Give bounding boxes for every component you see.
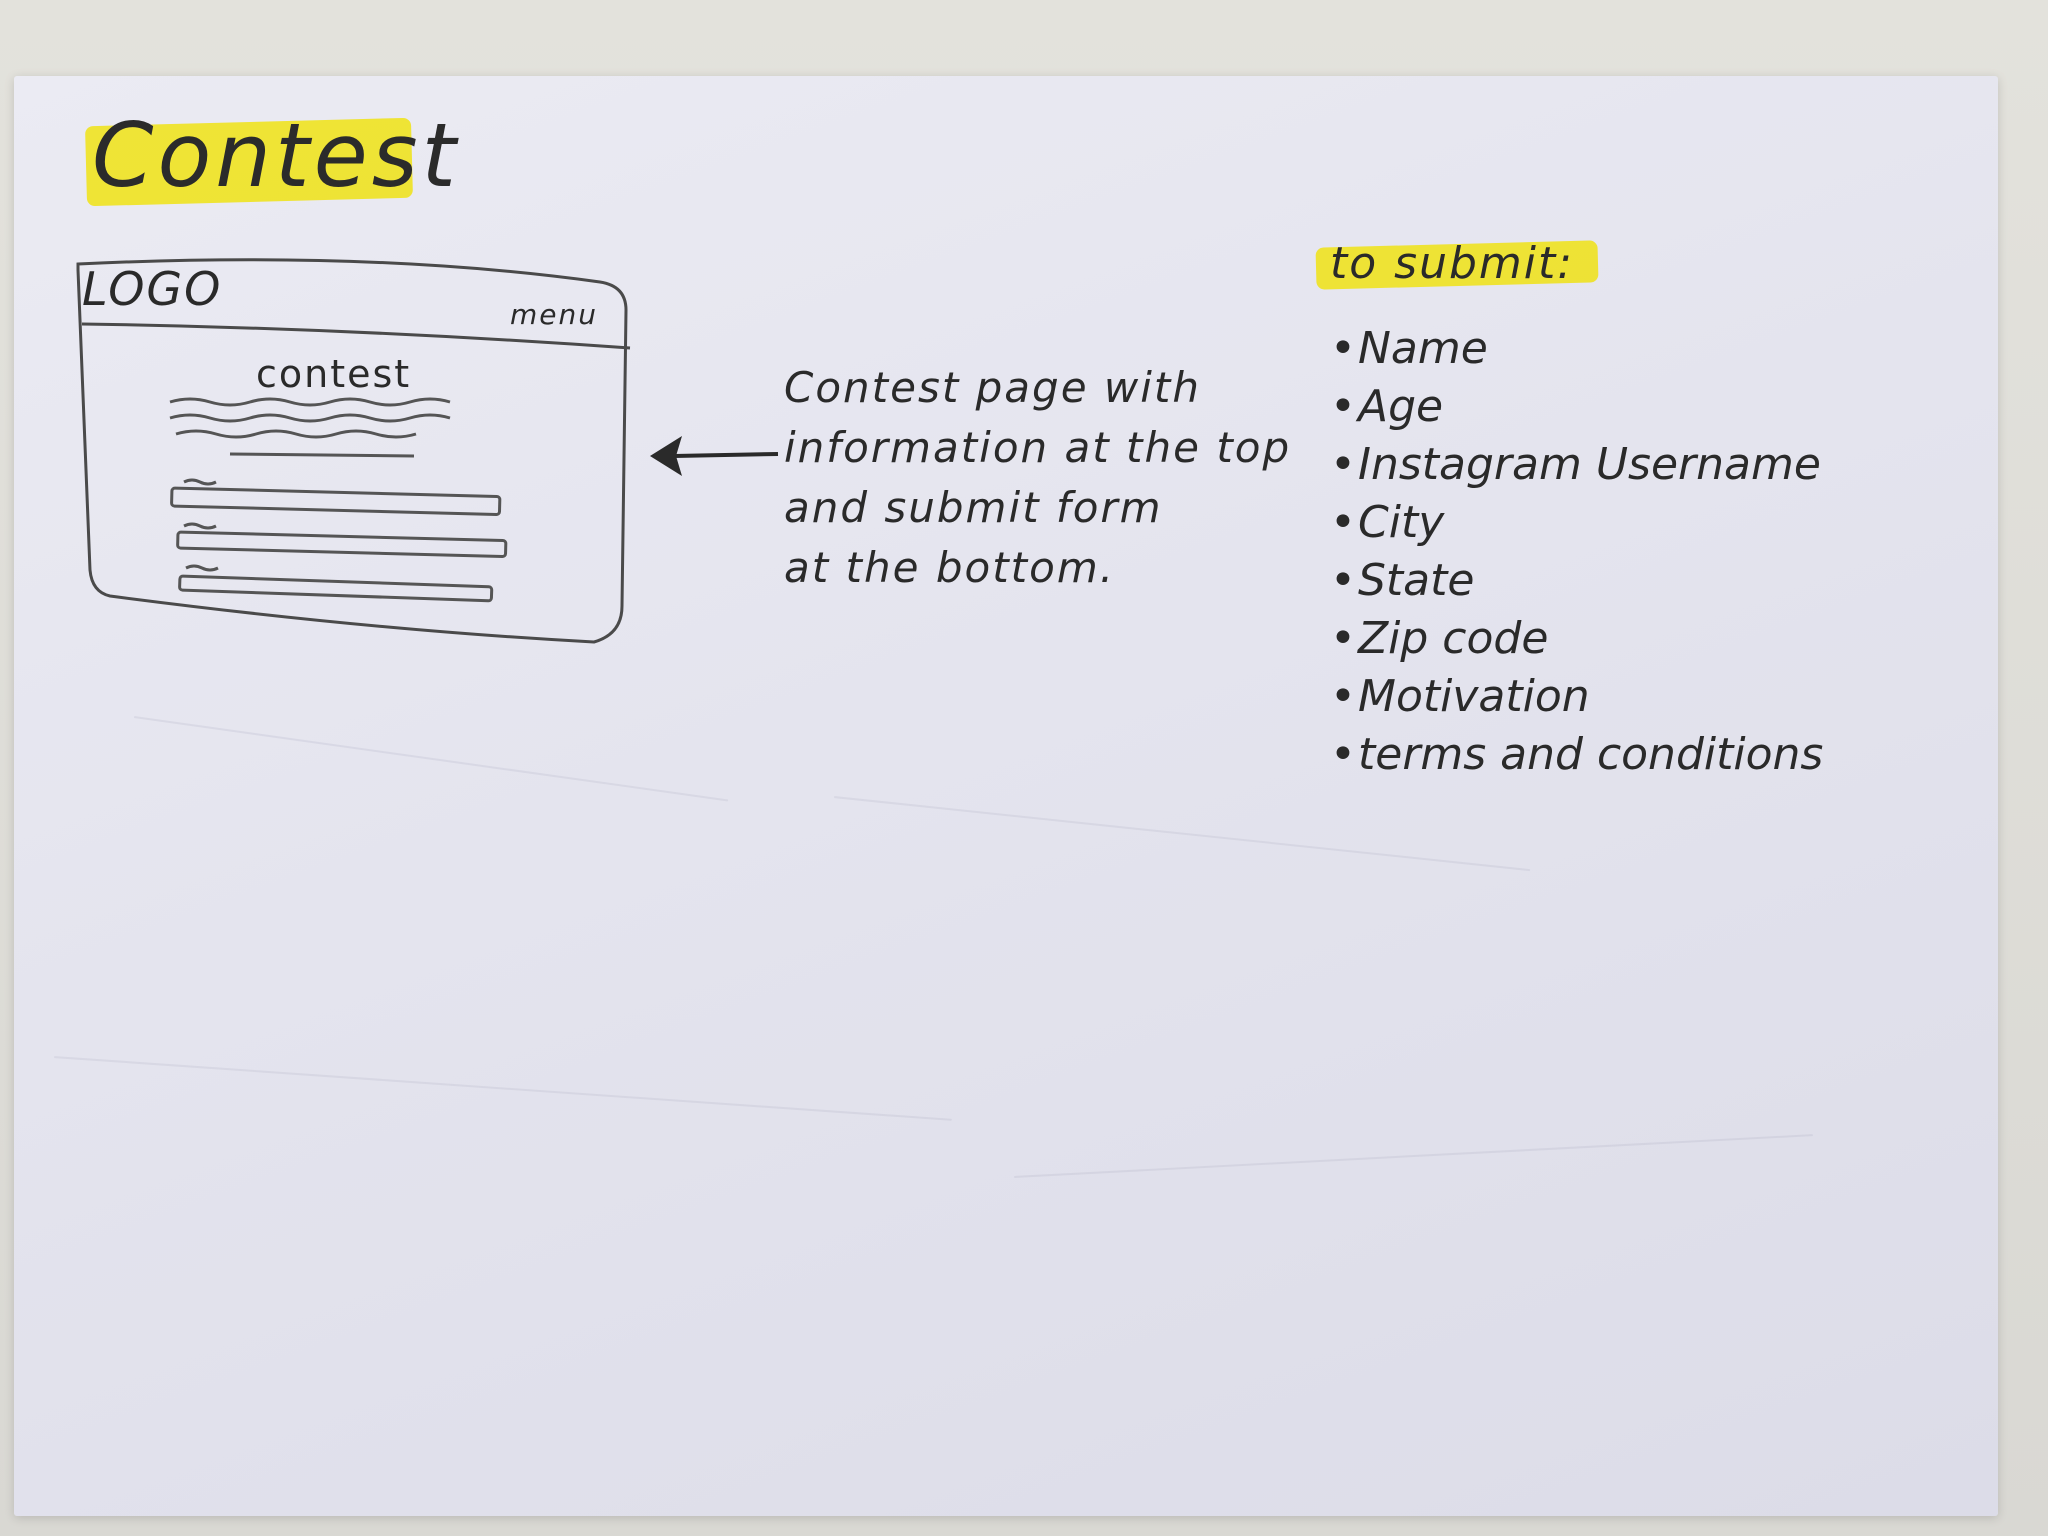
annotation-line: at the bottom. <box>784 543 1116 592</box>
list-item: State <box>1330 552 1823 610</box>
label-squiggle <box>183 478 217 486</box>
annotation-line: Contest page with <box>784 363 1202 412</box>
label-squiggle <box>185 564 219 572</box>
list-item: Name <box>1330 320 1823 378</box>
paper-wrinkle <box>53 1056 952 1121</box>
submit-list-title: to submit: <box>1330 238 1575 289</box>
list-item: Zip code <box>1330 610 1823 668</box>
annotation-text: Contest page with information at the top… <box>784 358 1304 598</box>
wireframe-sketch <box>76 258 631 644</box>
list-item: Instagram Username <box>1330 436 1823 494</box>
wireframe-heading: contest <box>256 352 412 396</box>
sketch-paper <box>14 76 1998 1516</box>
paper-wrinkle <box>833 796 1531 872</box>
list-item: terms and conditions <box>1330 726 1823 784</box>
wireframe-menu: menu <box>510 298 598 331</box>
list-item: Motivation <box>1330 668 1823 726</box>
arrow-left-icon <box>650 436 779 476</box>
wireframe-header-divider <box>81 322 631 350</box>
text-line <box>229 452 415 458</box>
label-squiggle <box>183 522 217 530</box>
form-input-sketch <box>178 574 494 603</box>
paper-wrinkle <box>133 716 729 802</box>
text-squiggle <box>169 413 451 423</box>
wireframe-logo: LOGO <box>82 262 223 316</box>
annotation-line: and submit form <box>784 483 1163 532</box>
paper-wrinkle <box>1013 1134 1813 1178</box>
wireframe-border <box>76 258 628 644</box>
page-title: Contest <box>92 104 461 207</box>
form-input-sketch <box>176 530 508 559</box>
text-squiggle <box>175 429 417 439</box>
submit-field-list: Name Age Instagram Username City State Z… <box>1330 320 1823 784</box>
list-item: Age <box>1330 378 1823 436</box>
list-item: City <box>1330 494 1823 552</box>
form-input-sketch <box>170 486 502 517</box>
text-squiggle <box>169 397 451 407</box>
annotation-line: information at the top <box>784 423 1292 472</box>
